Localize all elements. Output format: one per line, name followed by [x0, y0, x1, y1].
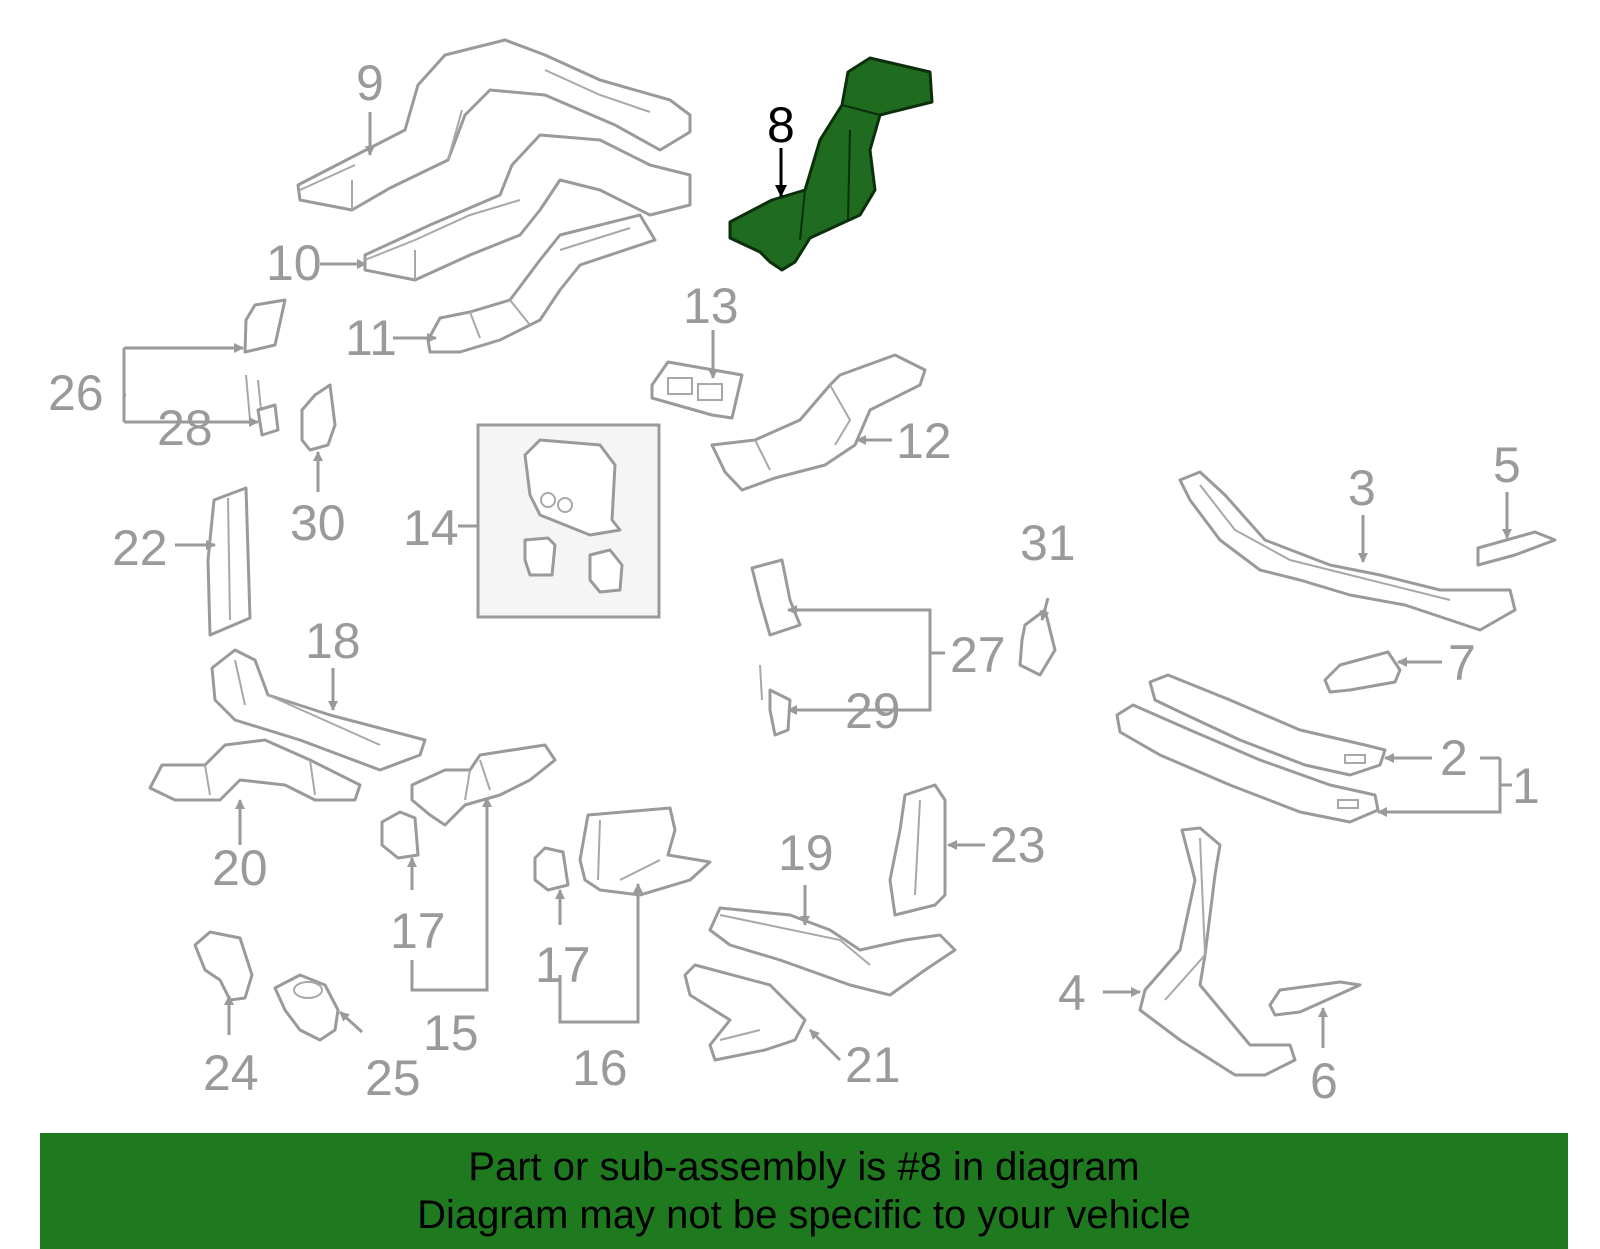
callout-18: 18: [305, 613, 361, 669]
banner-line-2: Diagram may not be specific to your vehi…: [417, 1193, 1191, 1237]
part-25-vent[interactable]: [273, 973, 340, 1042]
callout-11: 11: [345, 310, 397, 366]
part-14-kit-box: [476, 423, 661, 619]
callout-labels: 9 10 11 8 13 12 14 26 28 30 22 18 20 17 …: [48, 55, 1540, 1109]
callout-26: 26: [48, 365, 104, 421]
callout-25: 25: [365, 1050, 421, 1106]
info-banner: Part or sub-assembly is #8 in diagram Di…: [40, 1133, 1568, 1249]
part-23-duct[interactable]: [888, 783, 947, 917]
callout-6: 6: [1310, 1053, 1338, 1109]
callout-1: 1: [1512, 758, 1540, 814]
part-18-duct[interactable]: [210, 648, 427, 772]
callout-2: 2: [1440, 730, 1468, 786]
callout-9: 9: [356, 55, 384, 111]
callout-15: 15: [423, 1005, 479, 1061]
part-8-duct-highlighted[interactable]: [728, 56, 934, 272]
part-17-clip-left[interactable]: [380, 810, 420, 860]
part-15-duct[interactable]: [410, 743, 557, 827]
part-2-duct[interactable]: [1148, 673, 1387, 777]
callout-14: 14: [403, 500, 459, 556]
part-19-duct[interactable]: [708, 906, 957, 997]
part-9-duct[interactable]: [296, 38, 692, 212]
part-13-bracket[interactable]: [650, 360, 744, 420]
callout-22: 22: [112, 520, 168, 576]
part-5-vent[interactable]: [1476, 530, 1557, 567]
callout-17-right: 17: [535, 937, 591, 993]
part-21-duct[interactable]: [683, 963, 807, 1062]
callout-17-left: 17: [390, 903, 446, 959]
leader-lines: [122, 112, 1512, 1062]
part-24-vent[interactable]: [193, 930, 254, 1002]
callout-4: 4: [1058, 965, 1086, 1021]
callout-8: 8: [767, 97, 795, 153]
part-28-clip[interactable]: [245, 374, 280, 437]
callout-5: 5: [1493, 437, 1521, 493]
part-4-duct[interactable]: [1138, 826, 1297, 1077]
callout-28: 28: [157, 400, 213, 456]
callout-19: 19: [778, 825, 834, 881]
part-29-clip[interactable]: [759, 664, 792, 737]
part-7-clip[interactable]: [1323, 650, 1402, 694]
callout-16: 16: [572, 1040, 628, 1096]
callout-7: 7: [1448, 635, 1476, 691]
callout-13: 13: [683, 278, 739, 334]
part-11-duct[interactable]: [426, 213, 657, 354]
part-12-duct[interactable]: [710, 353, 927, 492]
part-17-clip-right[interactable]: [533, 846, 570, 892]
callout-12: 12: [896, 413, 952, 469]
part-16-duct[interactable]: [578, 806, 712, 897]
callout-3: 3: [1348, 460, 1376, 516]
callout-31: 31: [1020, 515, 1076, 571]
part-6-vent[interactable]: [1268, 980, 1362, 1017]
part-22-duct[interactable]: [206, 486, 252, 637]
part-27-bracket[interactable]: [750, 558, 802, 637]
callout-27: 27: [950, 627, 1006, 683]
part-31-bracket[interactable]: [1018, 608, 1057, 677]
part-26-bracket[interactable]: [243, 298, 287, 354]
callout-23: 23: [990, 817, 1046, 873]
part-30-bracket[interactable]: [300, 383, 337, 452]
part-10-duct[interactable]: [363, 133, 692, 282]
callout-24: 24: [203, 1045, 259, 1101]
banner-line-1: Part or sub-assembly is #8 in diagram: [468, 1145, 1140, 1189]
callout-20: 20: [212, 840, 268, 896]
part-3-duct[interactable]: [1178, 470, 1517, 632]
callout-30: 30: [290, 495, 346, 551]
callout-10: 10: [266, 235, 322, 291]
callout-29: 29: [845, 683, 901, 739]
part-20-duct[interactable]: [148, 738, 362, 802]
callout-21: 21: [845, 1037, 901, 1093]
